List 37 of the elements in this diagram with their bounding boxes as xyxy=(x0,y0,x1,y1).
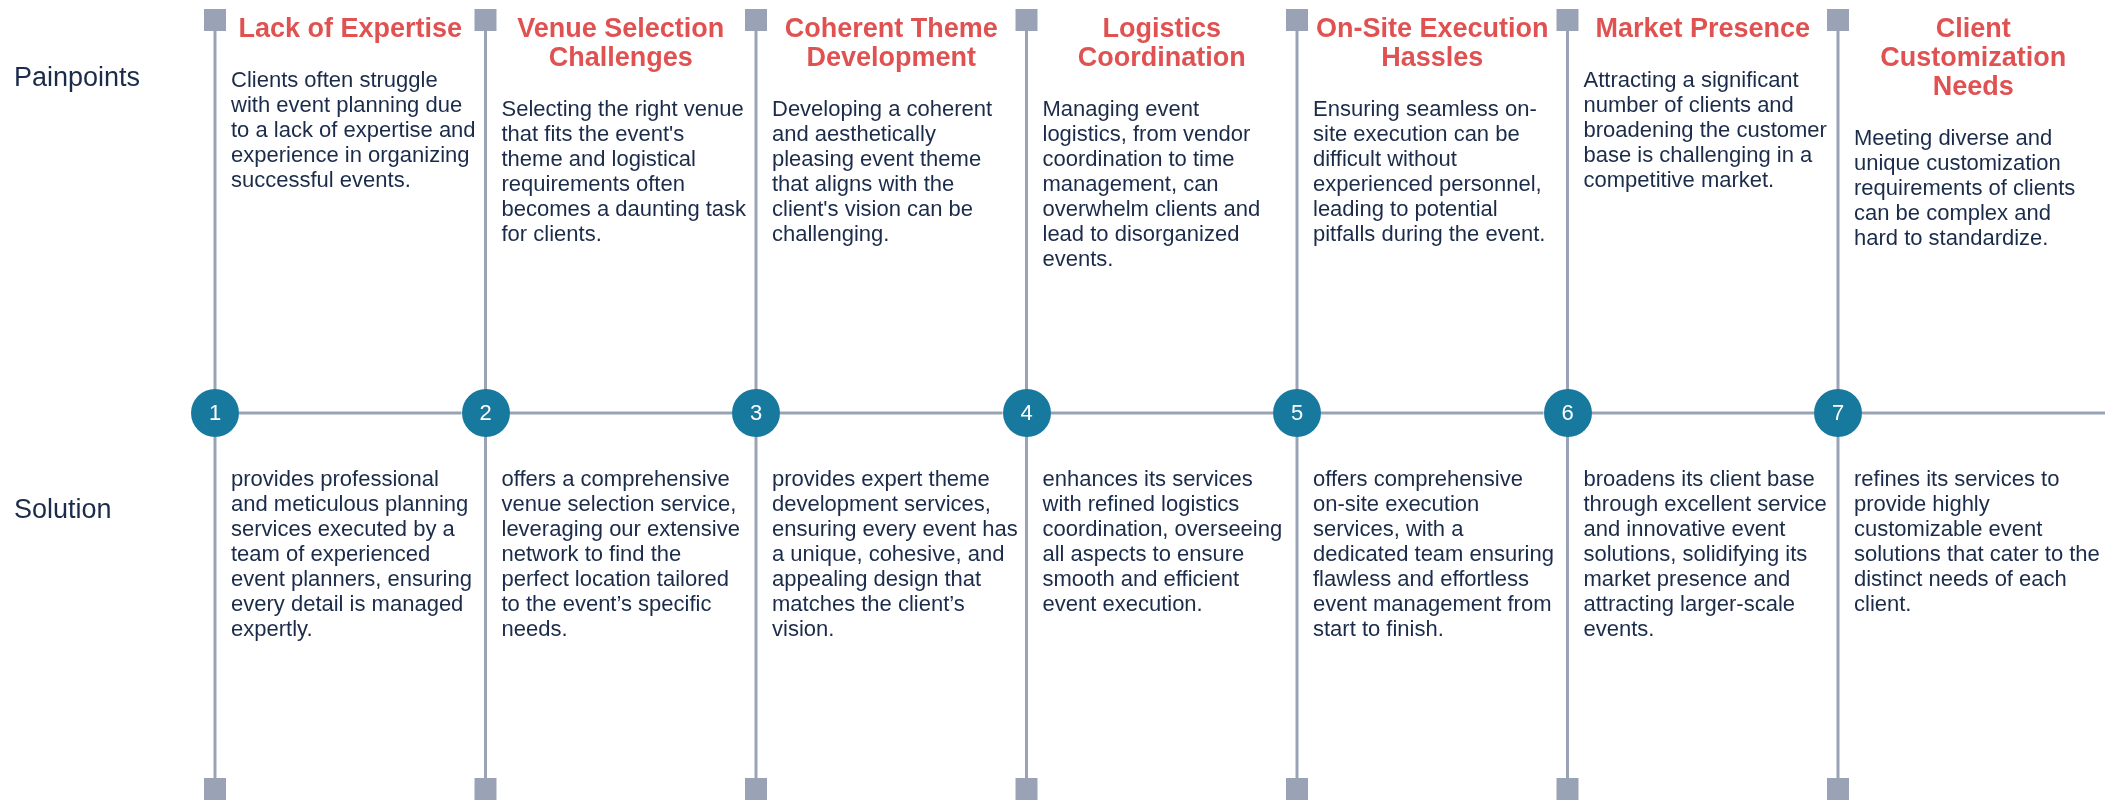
painpoint-text: Attracting a significant number of clients and broadening the customer base is challenging in a competitive market. xyxy=(1583,67,1828,192)
column-heading: Logistics Coordination xyxy=(1076,14,1247,72)
solution-text: enhances its services with refined logistics coordination, overseeing all aspects to ensure smooth and efficient event execution. xyxy=(1042,466,1284,616)
row-label: Painpoints xyxy=(14,62,141,93)
solution-text: refines its services to provide highly customizable event solutions that cater to the distinct needs of each client. xyxy=(1854,466,2101,616)
timeline-connector xyxy=(509,411,732,415)
solution-text: provides professional and meticulous planning services executed by a team of experienced event planners, ensuring every detail is managed expertly. xyxy=(231,466,473,641)
number-circle: 1 xyxy=(191,389,239,437)
painpoint-text: Managing event logistics, from vendor coordination to time management, can overwhelm clients and lead to disorganized events. xyxy=(1042,96,1262,271)
solution-text: offers a comprehensive venue selection service, leveraging our extensive network to find the perfect location tailored to the event’s specific needs. xyxy=(501,466,741,641)
number-circle: 7 xyxy=(1814,389,1862,437)
number-circle: 3 xyxy=(732,389,780,437)
timeline-connector xyxy=(1591,411,1814,415)
solution-text: provides expert theme development services, ensuring every event has a unique, cohesive, and appealing design that matches the client’s vision. xyxy=(772,466,1019,641)
column-heading: Venue Selection Challenges xyxy=(516,14,726,72)
timeline-connector xyxy=(1050,411,1273,415)
row-label: Solution xyxy=(14,494,112,525)
column-heading: Coherent Theme Development xyxy=(783,14,999,72)
solution-text: broadens its client base through excellent service and innovative event solutions, solidifying its market presence and attracting larger-scale events. xyxy=(1583,466,1828,641)
painpoint-text: Selecting the right venue that fits the event's theme and logistical requirements often becomes a daunting task for clients. xyxy=(501,96,748,246)
column-heading: Lack of Expertise xyxy=(237,14,464,43)
painpoint-text: Meeting diverse and unique customization requirements of clients can be complex and hard to standardize. xyxy=(1854,125,2077,250)
painpoint-text: Ensuring seamless on-site execution can be difficult without experienced personnel, leading to potential pitfalls during the event. xyxy=(1313,96,1547,246)
column-heading: Market Presence xyxy=(1594,14,1812,43)
number-circle: 6 xyxy=(1543,389,1592,437)
painpoint-text: Developing a coherent and aesthetically pleasing event theme that aligns with the client's vision can be challenging. xyxy=(772,96,994,246)
column-heading: Client Customization Needs xyxy=(1879,14,2068,101)
timeline-connector xyxy=(239,411,462,415)
timeline-connector xyxy=(1862,411,2105,415)
number-circle: 5 xyxy=(1273,389,1321,437)
column-heading: On-Site Execution Hassles xyxy=(1314,14,1550,72)
number-circle: 2 xyxy=(461,389,510,437)
painpoint-text: Clients often struggle with event planning due to a lack of expertise and experience in organizing successful events. xyxy=(231,67,477,192)
timeline-connector xyxy=(1321,411,1544,415)
solution-text: offers comprehensive on-site execution services, with a dedicated team ensuring flawless and effortless event management from start to finish. xyxy=(1313,466,1555,641)
number-circle: 4 xyxy=(1002,389,1051,437)
timeline-connector xyxy=(780,411,1003,415)
